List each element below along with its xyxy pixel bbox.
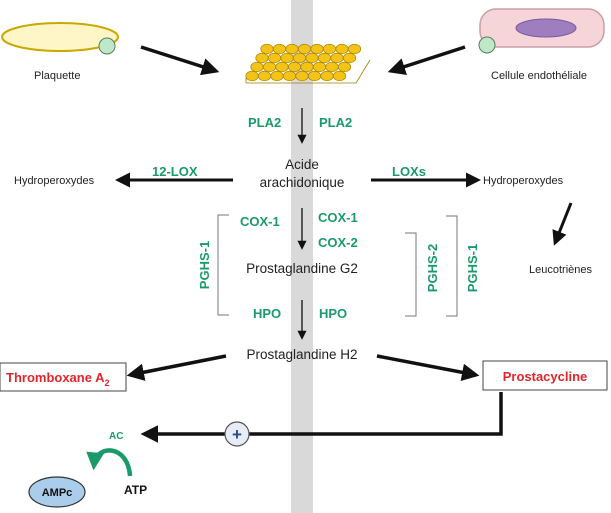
endothelial-cell-icon — [478, 8, 605, 54]
lipid-head — [332, 70, 347, 82]
lipid-head — [285, 43, 299, 55]
membrane-band — [291, 0, 313, 513]
lipid-head — [292, 52, 307, 64]
pla2-right-label: PLA2 — [319, 115, 352, 130]
thromboxane-text: Thromboxane A — [6, 370, 105, 385]
lipid-head — [255, 52, 269, 64]
atp-label: ATP — [124, 483, 147, 497]
lipid-head — [322, 43, 337, 55]
hydroperoxydes-left-label: Hydroperoxydes — [14, 175, 95, 187]
arrow-hydro-to-leukotrienes — [552, 202, 573, 246]
lipid-head — [267, 52, 282, 64]
lipid-head — [305, 52, 319, 64]
pgh2-label: Prostaglandine H2 — [246, 347, 357, 362]
bracket-right-outer — [446, 215, 458, 317]
platelet-icon — [1, 22, 119, 55]
lipid-head — [325, 61, 339, 73]
lipid-head — [337, 61, 352, 73]
arrow-cell-to-membrane — [387, 45, 466, 76]
lipid-head — [330, 52, 344, 64]
atp-to-ampc-arrow — [86, 448, 133, 477]
plus-sign: + — [232, 425, 242, 444]
arrow-pgh2-to-thromboxane — [126, 354, 227, 381]
hpo-left-label: HPO — [253, 306, 281, 321]
lipid-head — [317, 52, 332, 64]
cox2-right-label: COX-2 — [318, 235, 358, 250]
endothelial-label: Cellule endothéliale — [491, 70, 587, 82]
lipid-head — [250, 61, 264, 73]
lipid-head — [245, 70, 259, 82]
lipid-head — [282, 70, 297, 82]
thromboxane-label: Thromboxane A2 — [6, 370, 110, 388]
bracket-left — [217, 214, 229, 316]
leukotrienes-label: Leucotriènes — [529, 264, 592, 276]
pgg2-label: Prostaglandine G2 — [246, 261, 358, 276]
lipid-head — [272, 43, 287, 55]
plus-icon — [224, 421, 250, 447]
loxs-label: LOXs — [392, 164, 426, 179]
arrow-prostacyclin-to-ac — [140, 392, 503, 443]
lipid-head — [275, 61, 289, 73]
thromboxane-subscript: 2 — [104, 378, 109, 388]
lipid-head — [270, 70, 284, 82]
pghs2-right-label: PGHS-2 — [425, 244, 440, 292]
bracket-right-inner — [405, 232, 417, 317]
hydroperoxydes-right-label: Hydroperoxydes — [483, 175, 564, 187]
thromboxane-box — [0, 362, 127, 392]
lipid-head — [335, 43, 349, 55]
hpo-right-label: HPO — [319, 306, 347, 321]
arachidonic-acid-line1: Acide — [285, 157, 319, 172]
lipid-head — [300, 61, 314, 73]
pghs1-right-label: PGHS-1 — [465, 244, 480, 292]
membrane-lipid-icon — [245, 43, 371, 84]
pghs1-left-label: PGHS-1 — [197, 241, 212, 289]
cox1-right-label: COX-1 — [318, 210, 358, 225]
platelet-label: Plaquette — [34, 70, 80, 82]
cox1-left-label: COX-1 — [240, 214, 280, 229]
ampc-ellipse — [28, 476, 86, 508]
lipid-head — [280, 52, 294, 64]
lipid-head — [260, 43, 274, 55]
lipid-base — [245, 59, 371, 84]
lipid-head — [347, 43, 362, 55]
pla2-left-label: PLA2 — [248, 115, 281, 130]
arrow-pgh2-to-prostacyclin — [376, 354, 480, 381]
lipid-head — [307, 70, 322, 82]
arrow-platelet-to-membrane — [140, 45, 220, 76]
prostacyclin-box — [482, 360, 608, 391]
lipid-head — [257, 70, 272, 82]
arachidonic-acid-line2: arachidonique — [260, 175, 345, 190]
lipid-head — [297, 43, 312, 55]
lipid-head — [262, 61, 277, 73]
lipid-head — [342, 52, 357, 64]
lipid-head — [295, 70, 309, 82]
lipid-head — [310, 43, 324, 55]
lipid-head — [320, 70, 334, 82]
lipid-head — [312, 61, 327, 73]
ac-label: AC — [109, 431, 123, 442]
lipid-head — [287, 61, 302, 73]
lox12-label: 12-LOX — [152, 164, 198, 179]
ampc-label: AMPc — [42, 487, 73, 499]
prostacyclin-label: Prostacycline — [503, 369, 588, 384]
